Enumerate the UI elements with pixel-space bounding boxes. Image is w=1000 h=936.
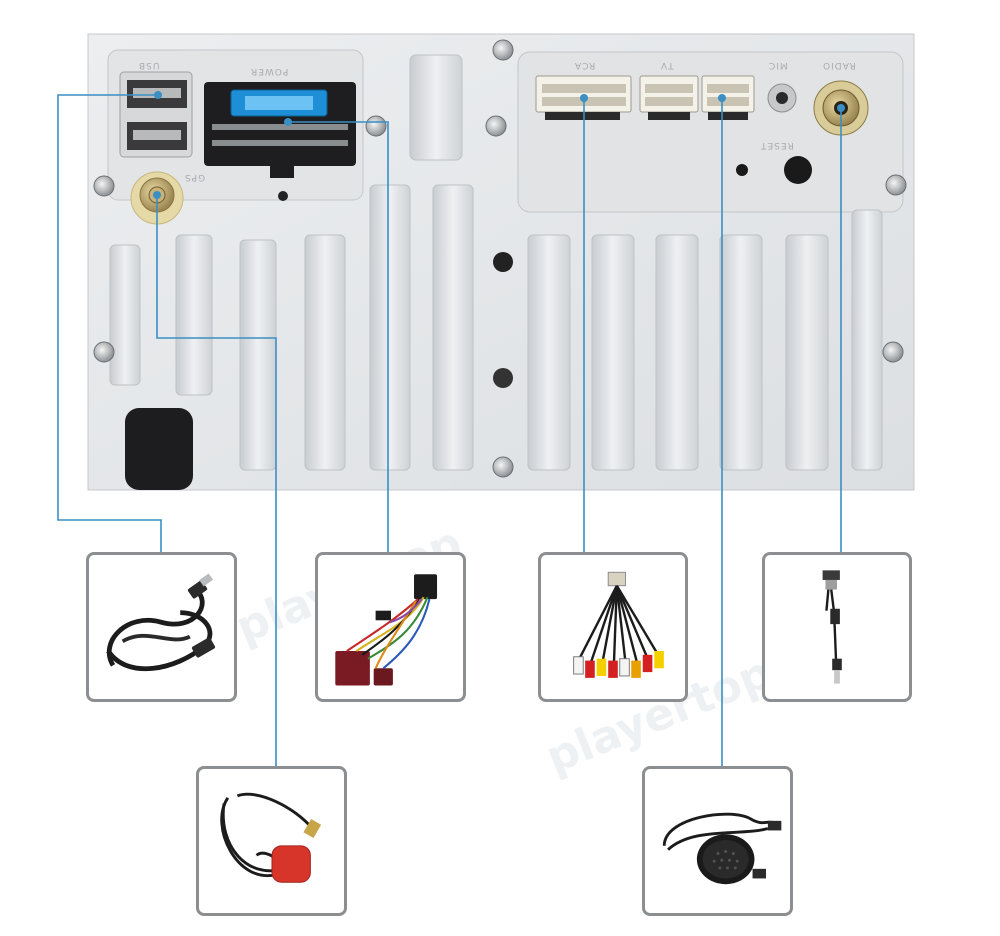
radio-connector: [813, 80, 869, 136]
label-rca: RCA: [574, 60, 596, 70]
label-tv: TV: [660, 60, 674, 70]
radio-adapter-icon: [822, 570, 842, 684]
aux-connector: [701, 75, 755, 120]
accessory-rca-cable: [538, 552, 688, 702]
label-power: POWER: [250, 66, 289, 76]
label-gps: GPS: [184, 172, 206, 182]
usb-ports: [119, 71, 193, 158]
reset-hole: [784, 156, 812, 184]
accessory-radio-adapter: [762, 552, 912, 702]
microphone-icon: [662, 812, 782, 885]
gps-antenna-icon: [220, 792, 322, 883]
label-mic: MIC: [768, 60, 788, 70]
accessory-gps-antenna: [196, 766, 347, 916]
power-harness-icon: [335, 574, 438, 686]
label-usb: USB: [138, 60, 160, 70]
accessory-power-harness: [315, 552, 466, 702]
mic-jack: [767, 83, 797, 113]
usb-cable-icon: [106, 573, 216, 672]
rca-connector: [535, 75, 632, 120]
accessory-usb-cable: [86, 552, 237, 702]
rca-cable-icon: [573, 571, 664, 678]
label-radio: RADIO: [822, 60, 856, 70]
cutout: [125, 408, 193, 490]
power-connector: [204, 82, 356, 178]
tv-connector: [639, 75, 699, 120]
label-reset: RESET: [760, 140, 794, 150]
gps-connector: [130, 171, 184, 225]
accessory-microphone: [642, 766, 793, 916]
